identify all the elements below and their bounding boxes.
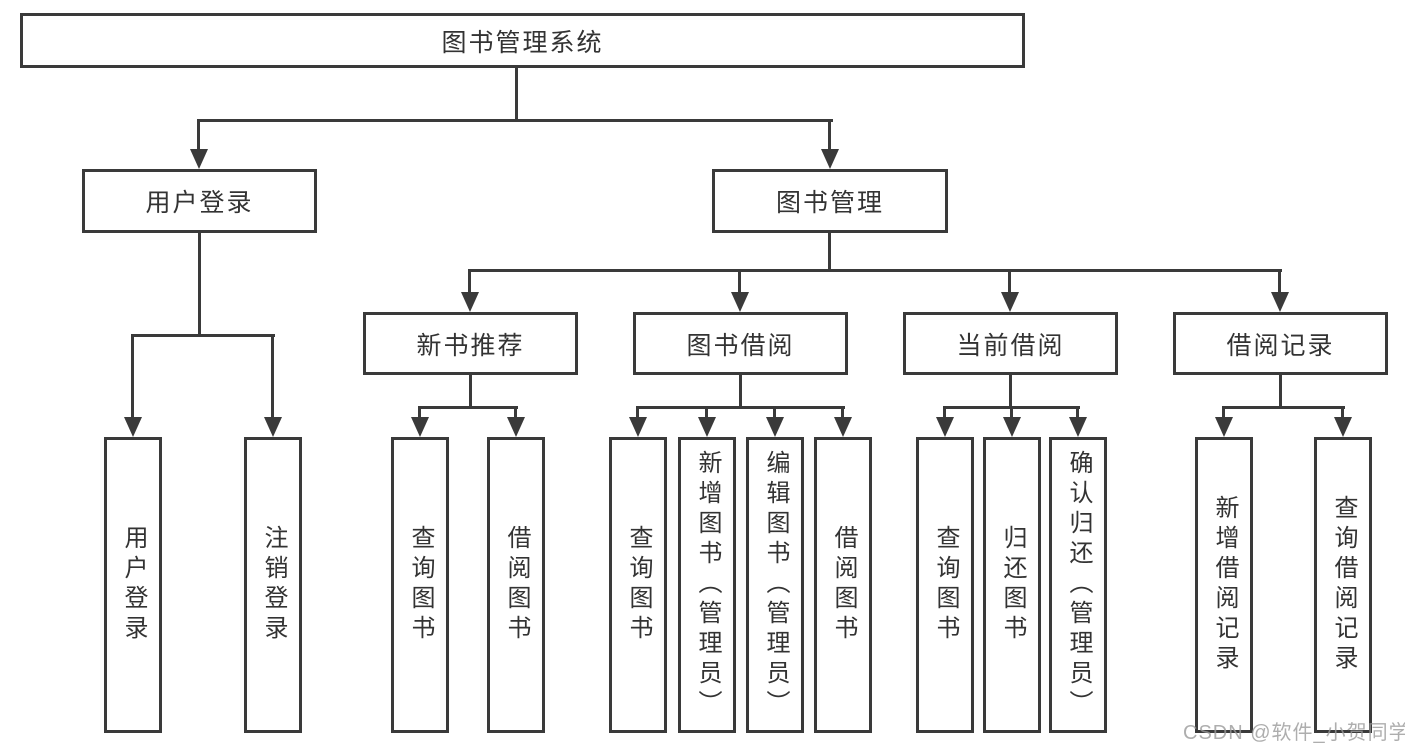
arrow-nb-borrow [507, 406, 525, 437]
leaf-borrow-edit-books-admin: 编辑图书（管理员） [746, 437, 804, 733]
arrow-to-book-borrow [731, 269, 749, 312]
node-borrow-records: 借阅记录 [1173, 312, 1388, 375]
connector-root-bar [198, 119, 833, 122]
arrow-to-logout-leaf [264, 334, 282, 437]
connector-new-books-bar [418, 406, 518, 409]
leaf-records-add-record: 新增借阅记录 [1195, 437, 1253, 733]
arrow-cb-confirm [1069, 406, 1087, 437]
connector-book-borrow-bar [636, 406, 845, 409]
arrow-to-new-books [461, 269, 479, 312]
arrow-to-borrow-records [1271, 269, 1289, 312]
node-root-library-system: 图书管理系统 [20, 13, 1025, 68]
leaf-current-query-books: 查询图书 [916, 437, 974, 733]
leaf-current-confirm-return-admin: 确认归还（管理员） [1049, 437, 1107, 733]
leaf-newbooks-borrow-books: 借阅图书 [487, 437, 545, 733]
arrow-cb-query [936, 406, 954, 437]
leaf-records-query-record: 查询借阅记录 [1314, 437, 1372, 733]
connector-current-borrow-stem [1009, 375, 1012, 407]
arrow-bb-add [698, 406, 716, 437]
leaf-logout: 注销登录 [244, 437, 302, 733]
arrow-bb-query [629, 406, 647, 437]
connector-book-mgmt-stem [828, 233, 831, 270]
leaf-newbooks-query-books: 查询图书 [391, 437, 449, 733]
arrow-nb-query [411, 406, 429, 437]
node-current-borrow: 当前借阅 [903, 312, 1118, 375]
leaf-borrow-query-books: 查询图书 [609, 437, 667, 733]
leaf-user-login: 用户登录 [104, 437, 162, 733]
connector-user-login-stem [198, 233, 201, 335]
arrow-to-current-borrow [1001, 269, 1019, 312]
connector-borrow-records-stem [1279, 375, 1282, 407]
csdn-watermark: CSDN @软件_小贺同学 [1183, 722, 1405, 744]
connector-book-borrow-stem [739, 375, 742, 407]
arrow-to-book-mgmt [821, 119, 839, 169]
arrow-to-user-login-leaf [124, 334, 142, 437]
arrow-br-add [1215, 406, 1233, 437]
node-user-login: 用户登录 [82, 169, 317, 233]
arrow-bb-borrow [834, 406, 852, 437]
arrow-to-user-login [190, 119, 208, 169]
arrow-cb-return [1003, 406, 1021, 437]
connector-borrow-records-bar [1222, 406, 1345, 409]
connector-root-stem [515, 68, 518, 120]
leaf-current-return-books: 归还图书 [983, 437, 1041, 733]
connector-user-login-bar [132, 334, 275, 337]
leaf-borrow-add-books-admin: 新增图书（管理员） [678, 437, 736, 733]
node-new-books: 新书推荐 [363, 312, 578, 375]
arrow-bb-edit [766, 406, 784, 437]
connector-new-books-stem [469, 375, 472, 407]
node-book-mgmt: 图书管理 [712, 169, 948, 233]
connector-book-mgmt-bar [468, 269, 1282, 272]
arrow-br-query [1334, 406, 1352, 437]
leaf-borrow-borrow-books: 借阅图书 [814, 437, 872, 733]
node-book-borrow: 图书借阅 [633, 312, 848, 375]
